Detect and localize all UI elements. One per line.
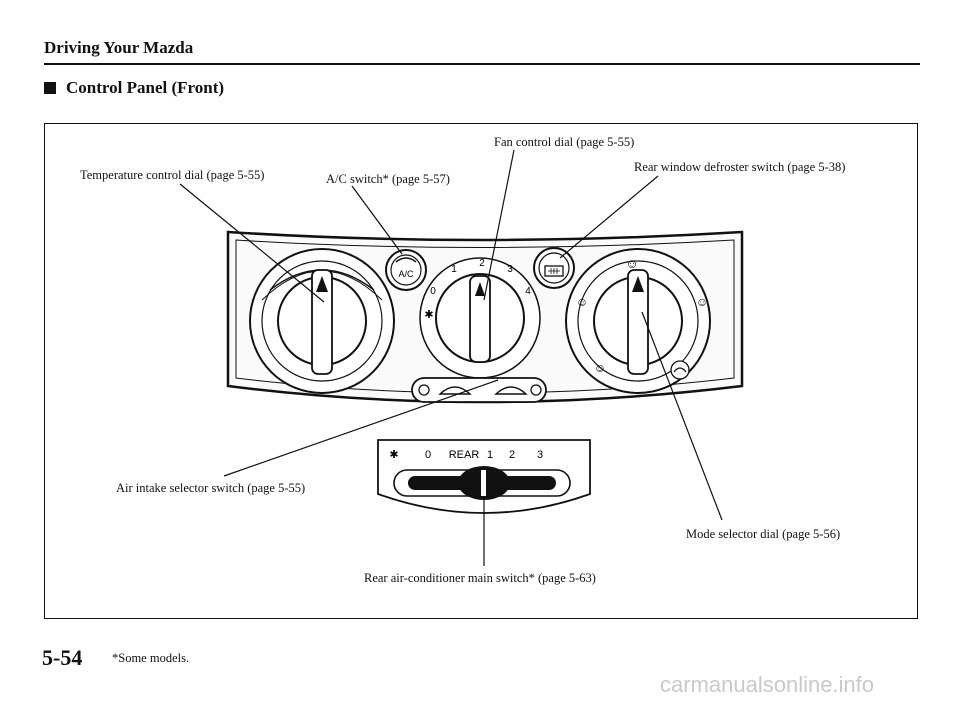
temperature-dial <box>249 248 395 394</box>
fan-tick-2: 2 <box>479 258 485 269</box>
rear-scale-rear: REAR <box>449 449 480 461</box>
ac-switch-button: A/C <box>385 249 427 291</box>
callout-ac-switch: A/C switch* (page 5-57) <box>326 172 450 186</box>
mode-feet-icon: ☺ <box>696 295 708 309</box>
mode-face-icon: ☺ <box>625 256 638 271</box>
callout-air-intake: Air intake selector switch (page 5-55) <box>116 481 306 495</box>
fan-tick-1: 1 <box>451 264 457 275</box>
ac-button-label: A/C <box>398 269 414 279</box>
header-rule <box>44 63 920 65</box>
fan-tick-3: 3 <box>507 264 513 275</box>
fan-tick-0: 0 <box>430 286 436 297</box>
section-header: Driving Your Mazda <box>44 38 194 57</box>
rear-scale-1: 1 <box>487 449 493 461</box>
rear-ac-switch: ✱ 0 REAR 1 2 3 <box>377 439 591 514</box>
rear-defroster-button <box>533 247 575 289</box>
figure-frame <box>44 123 918 619</box>
mode-selector-dial: ☺ ☺ ☺ ☺ <box>565 248 711 394</box>
rear-scale-2: 2 <box>509 449 515 461</box>
callout-rear-defroster: Rear window defroster switch (page 5-38) <box>634 160 846 174</box>
page-title: Control Panel (Front) <box>44 78 224 98</box>
mode-defrost-icon <box>673 367 687 373</box>
callout-fan: Fan control dial (page 5-55) <box>494 135 635 149</box>
fresh-air-icon <box>438 386 472 395</box>
rear-fan-icon: ✱ <box>389 449 398 461</box>
callout-temperature: Temperature control dial (page 5-55) <box>80 168 265 182</box>
control-panel-diagram: A/C 0 1 2 3 4 ✱ ☺ ☺ ☺ ☺ <box>179 149 744 566</box>
mode-floor-icon: ☺ <box>594 361 606 375</box>
fan-off-icon: ✱ <box>424 309 433 321</box>
leader-lines <box>179 149 723 566</box>
callout-mode: Mode selector dial (page 5-56) <box>686 527 841 541</box>
page-number: 5-54 <box>42 645 83 670</box>
title-bullet-square <box>44 82 56 94</box>
page-title-text: Control Panel (Front) <box>66 78 225 97</box>
footnote: *Some models. <box>112 651 190 665</box>
fan-tick-4: 4 <box>525 286 531 297</box>
panel-inner-edge <box>235 239 735 394</box>
recirculate-icon <box>494 386 528 395</box>
callout-rear-ac: Rear air-conditioner main switch* (page … <box>364 571 596 585</box>
rear-scale-3: 3 <box>537 449 543 461</box>
mode-bilevel-icon: ☺ <box>576 295 588 309</box>
watermark: carmanualsonline.info <box>660 672 875 697</box>
fan-dial: 0 1 2 3 4 ✱ <box>419 257 541 379</box>
rear-scale-0: 0 <box>425 449 431 461</box>
air-intake-selector <box>411 377 547 403</box>
